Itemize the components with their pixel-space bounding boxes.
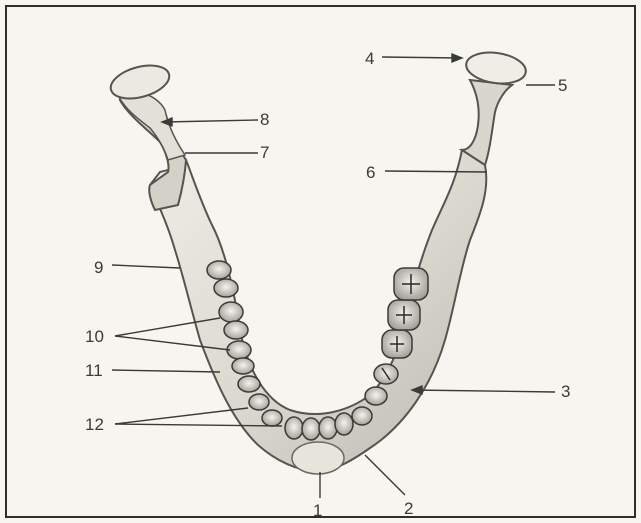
- label-10: 10: [85, 327, 104, 346]
- label-7: 7: [260, 143, 269, 162]
- label-5: 5: [558, 76, 567, 95]
- left-condylar-neck: [118, 92, 185, 160]
- label-8: 8: [260, 110, 269, 129]
- label-6: 6: [366, 163, 375, 182]
- label-2: 2: [404, 499, 413, 518]
- label-1: 1: [313, 501, 322, 520]
- mental-protuberance: [292, 442, 344, 474]
- right-ramus: [462, 80, 512, 165]
- label-12: 12: [85, 415, 104, 434]
- left-condyle: [107, 60, 173, 105]
- label-11: 11: [85, 361, 103, 380]
- label-4: 4: [365, 49, 374, 68]
- label-3: 3: [561, 382, 570, 401]
- label-9: 9: [94, 258, 103, 277]
